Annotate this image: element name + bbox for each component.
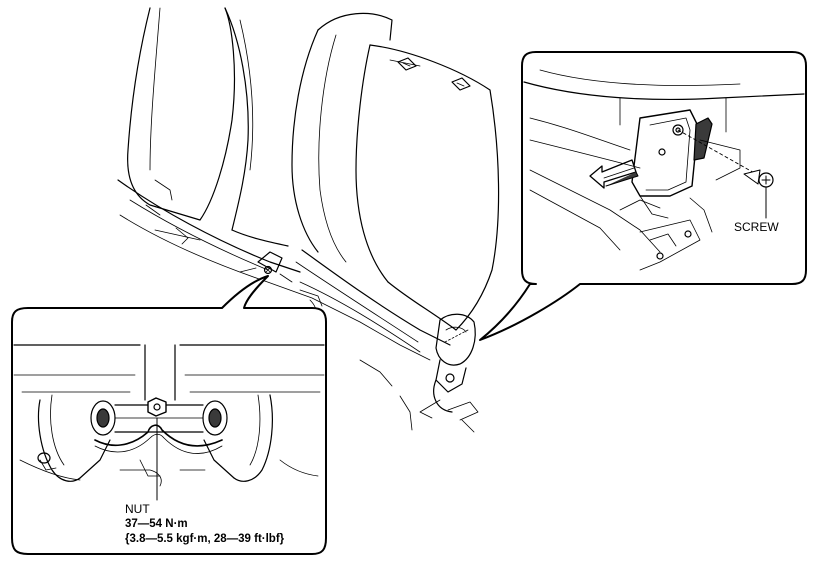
nut-label: NUT	[125, 502, 150, 516]
screw-detail-callout	[479, 51, 807, 341]
nut-torque-nm: 37—54 N·m	[125, 518, 188, 530]
screw-label: SCREW	[734, 220, 779, 234]
nut-detail-callout	[11, 275, 327, 555]
rear-seat-illustration	[117, 7, 500, 433]
nut-torque-alt-units: {3.8—5.5 kgf·m, 28—39 ft·lbf}	[125, 533, 285, 545]
